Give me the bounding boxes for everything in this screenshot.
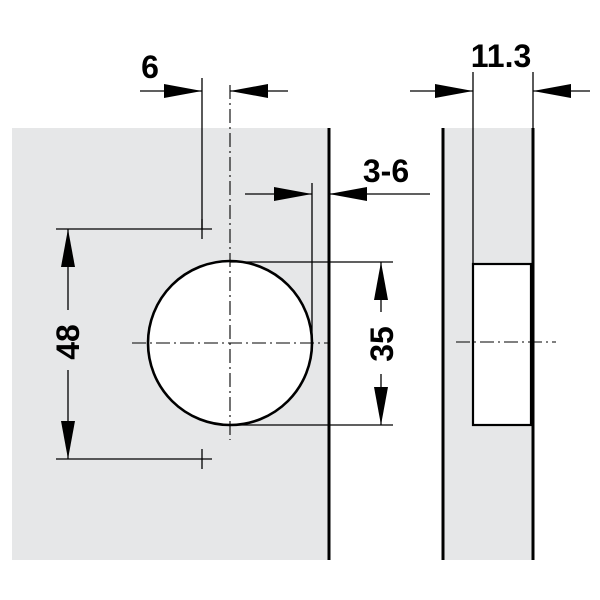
screw-hole-marker-bottom [192,449,212,469]
dimension-label-edge-distance: 3-6 [363,153,409,189]
dimension-drill-offset: 6 [140,49,288,229]
arrow-head [533,84,571,98]
arrow-head [61,229,75,267]
arrow-head [435,84,473,98]
arrow-head [329,187,367,201]
label-backdrop [358,312,408,374]
arrow-head [61,421,75,459]
dimension-cup-diameter: 35 [230,261,408,426]
arrow-head [230,84,268,98]
dimension-label-drill-offset: 6 [141,49,159,85]
dimension-label-cup-diameter: 35 [364,326,400,362]
dimension-edge-distance: 3-6 [245,153,430,343]
arrow-head [374,262,388,300]
dimension-hole-spacing: 48 [40,228,192,460]
label-backdrop [40,310,96,370]
arrow-head [274,187,312,201]
arrow-head [164,84,202,98]
dimension-label-hole-spacing: 48 [50,324,86,360]
dimension-label-cup-depth: 11.3 [471,38,532,74]
cup-recess-section [471,262,533,427]
arrow-head [374,387,388,425]
dimension-cup-depth: 11.3 [410,38,590,264]
